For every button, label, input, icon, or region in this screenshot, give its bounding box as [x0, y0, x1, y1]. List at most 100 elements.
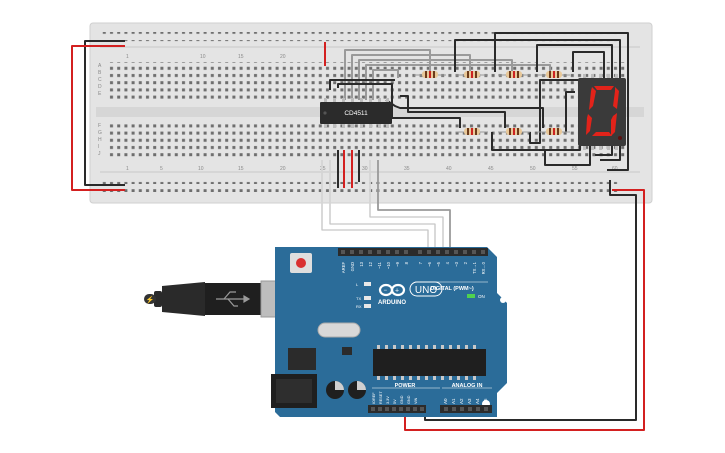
breadboard-wires	[71, 32, 629, 191]
pin-label: ~9	[395, 261, 400, 266]
digital-label: DIGITAL (PWM~)	[430, 286, 474, 292]
wire-black[interactable]	[536, 44, 613, 156]
resistor-1[interactable]	[414, 71, 446, 78]
resistors	[414, 71, 570, 135]
crystal-oscillator	[317, 322, 361, 338]
row-letter: I	[98, 144, 99, 150]
analog-header[interactable]	[440, 405, 492, 413]
arduino-uno[interactable]: AREF GND 13 12 ~11 ~10 ~9 8 7 ~6 ~5 4 ~3…	[271, 247, 507, 417]
cd4511-chip[interactable]: CD4511	[320, 98, 392, 128]
top-power-rail-2[interactable]	[100, 40, 620, 44]
power-led	[467, 294, 475, 298]
led-label-tx: TX	[356, 296, 361, 301]
pin-label: GND	[407, 395, 411, 404]
terminal-strip-bottom[interactable]	[108, 122, 628, 160]
row-letter: A	[98, 63, 102, 69]
wire-black[interactable]	[337, 83, 461, 128]
analog-label: ANALOG IN	[452, 383, 483, 389]
row-letter: J	[98, 151, 101, 157]
pin-label: RX←0	[481, 261, 486, 274]
wire-vcc-loop[interactable]	[71, 45, 125, 191]
small-component	[342, 347, 352, 355]
pin-label: ~6	[427, 261, 432, 266]
wire-gnd-loop[interactable]	[84, 40, 125, 186]
led-rx	[364, 304, 371, 308]
wire-gray[interactable]	[351, 54, 471, 100]
resistor-2[interactable]	[456, 71, 488, 78]
logo-plus: +	[395, 288, 399, 295]
resistor-7[interactable]	[538, 128, 570, 135]
top-power-rail-1[interactable]	[100, 32, 620, 36]
segment-a	[594, 86, 614, 90]
wire-gray[interactable]	[365, 64, 551, 100]
analog-header-holes	[444, 407, 488, 411]
power-header[interactable]	[368, 405, 426, 413]
wire-white-edge	[321, 160, 429, 250]
resistor-5[interactable]	[456, 128, 488, 135]
pin-label: AREF	[341, 262, 346, 274]
pin-label: TX→1	[472, 261, 477, 274]
pin-label: GND	[400, 395, 404, 404]
column-number: 1	[126, 166, 129, 172]
pin-label: A5	[483, 398, 488, 404]
resistor-6[interactable]	[498, 128, 530, 135]
led-tx	[364, 296, 371, 300]
segment-c	[611, 113, 617, 136]
pin-label: IOREF	[372, 392, 376, 404]
row-letter: F	[98, 123, 101, 129]
usb-lightning-icon: ⚡	[146, 295, 155, 304]
chip-body	[320, 102, 392, 124]
arduino-logo-icon	[378, 283, 406, 297]
pin-label: 12	[368, 261, 373, 266]
pin-label: A1	[451, 398, 456, 404]
column-number: 35	[404, 166, 410, 172]
column-number: 20	[280, 54, 286, 60]
resistor-3[interactable]	[498, 71, 530, 78]
wire-black[interactable]	[565, 91, 575, 132]
resistor-4[interactable]	[538, 71, 570, 78]
wire-white-edge	[369, 160, 444, 250]
chip-notch	[323, 111, 327, 115]
pin-label: 5V	[393, 399, 397, 404]
row-letter: H	[98, 137, 102, 143]
pin-label: A3	[467, 398, 472, 404]
column-number: 10	[198, 166, 204, 172]
logo-minus: −	[384, 288, 388, 294]
wire-black[interactable]	[572, 51, 605, 80]
digital-header[interactable]	[338, 248, 488, 256]
wire-gnd-return[interactable]	[424, 180, 637, 421]
wire-black[interactable]	[454, 39, 621, 161]
wire-5v-return[interactable]	[404, 189, 645, 431]
analog-pin-labels: A0 A1 A2 A3 A4 A5	[443, 398, 488, 404]
power-led-label: ON	[478, 294, 485, 299]
wire-black[interactable]	[494, 32, 629, 171]
digital-header-holes	[341, 250, 485, 254]
column-number: 1	[126, 54, 129, 60]
atmega-pins	[377, 345, 476, 380]
segment-f	[589, 87, 596, 110]
column-number: 10	[200, 54, 206, 60]
pin-label: 13	[359, 261, 364, 266]
wire-black[interactable]	[529, 79, 583, 144]
wire-black[interactable]	[400, 95, 506, 128]
seven-segment-display[interactable]: 0	[578, 74, 626, 151]
row-letter: G	[98, 130, 102, 136]
led-l	[364, 282, 371, 286]
chip-pins	[324, 98, 389, 128]
brand-name: ARDUINO	[378, 300, 406, 306]
usb-interface-chip	[288, 348, 316, 370]
capacitor-mark	[335, 381, 344, 390]
segment-b	[613, 87, 619, 109]
led-label-l: L	[356, 282, 359, 287]
wire-black[interactable]	[544, 140, 591, 166]
wire-black[interactable]	[329, 79, 395, 90]
capacitor-mark	[357, 381, 366, 390]
chip-label: CD4511	[344, 110, 368, 117]
top-pin-labels: AREF GND 13 12 ~11 ~10 ~9 8 7 ~6 ~5 4 ~3…	[341, 261, 486, 274]
power-jack-inner	[276, 379, 312, 403]
wire-gray[interactable]	[377, 160, 451, 250]
bottom-power-rail-2[interactable]	[100, 188, 620, 192]
wire-white-edge	[329, 160, 436, 250]
reset-button[interactable]	[296, 258, 306, 268]
